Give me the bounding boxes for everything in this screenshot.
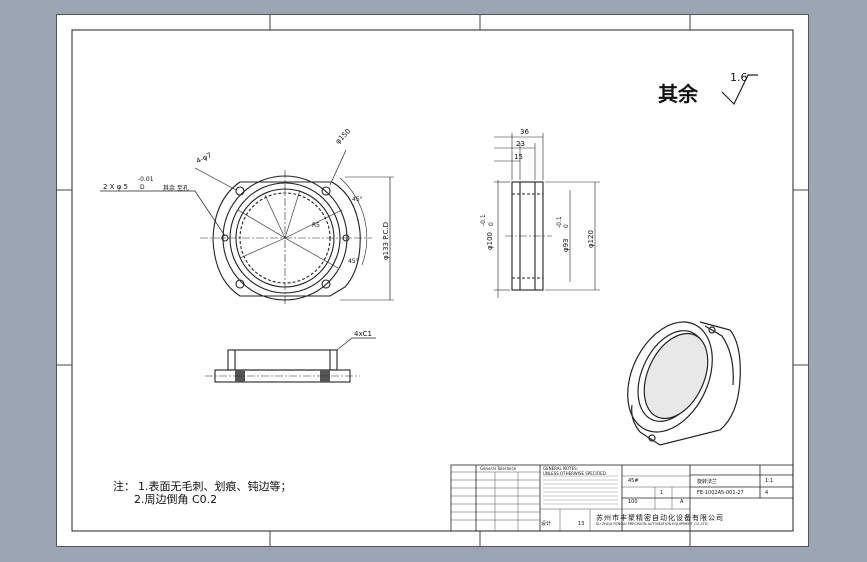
- chamfer-label: 4xC1: [354, 330, 372, 338]
- revision: A: [680, 499, 684, 505]
- quantity-value: 100: [628, 499, 638, 505]
- title-block: [450, 464, 794, 532]
- tolerance-title: General Tolerance: [480, 466, 517, 471]
- radius-label: R5: [312, 222, 320, 229]
- dia-120-label: φ120: [587, 230, 595, 248]
- company-name-en: SU ZHOU FENGJU PRECISION AUTOMATION EQUI…: [596, 522, 708, 526]
- quantity: 1: [660, 490, 664, 496]
- dia-100-label: φ100: [486, 232, 494, 250]
- notes-line2: 2.周边倒角 C0.2: [134, 493, 218, 506]
- part-name: 旋转法兰: [697, 479, 718, 485]
- pcd-label: φ133 P.C.D: [382, 221, 390, 260]
- dim-36: 36: [520, 128, 529, 136]
- dia-100-tol2: 0: [488, 222, 495, 226]
- dia-93-label: φ93: [562, 238, 570, 252]
- roughness-symbol: [721, 74, 758, 106]
- company-name: 苏州市丰聚精密自动化设备有限公司: [596, 514, 724, 522]
- angle-45-top: 45°: [352, 196, 363, 203]
- dim-23: 23: [516, 140, 525, 148]
- bottom-view: [205, 337, 376, 383]
- hole-tolerance: -0.01: [138, 176, 154, 183]
- roughness-value: 1.6: [730, 71, 748, 84]
- roughness-label: 其余: [658, 82, 698, 106]
- front-view: [100, 149, 394, 305]
- material: 45#: [628, 478, 639, 484]
- dia-100-tol: -0.1: [480, 214, 487, 226]
- designer-label: 设计: [541, 521, 552, 527]
- dia-93-tol: -0.1: [556, 216, 563, 228]
- inner-border: [71, 29, 794, 532]
- hole-callout: 2 X φ 5: [103, 183, 128, 191]
- scale: 1:1: [765, 478, 774, 484]
- isometric-view: [627, 321, 741, 446]
- notes-line1: 1.表面无毛刺、划痕、钝边等；: [138, 480, 292, 493]
- dim-15: 15: [514, 153, 523, 161]
- border-ticks: [56, 14, 809, 546]
- side-view: [494, 133, 600, 298]
- sheet-number: 4: [765, 490, 769, 496]
- general-notes-title: GENERAL NOTES:: [543, 466, 578, 471]
- hole-tolerance-d: D: [140, 184, 145, 191]
- sheet-label: 13: [578, 521, 585, 527]
- notes-heading: 注：: [113, 480, 135, 493]
- drawing-number: FE-1002A5-001-27: [697, 490, 744, 496]
- general-notes: UNLESS OTHERWISE SPECIFIED: [543, 471, 606, 476]
- hole-note: 其余 至孔: [163, 185, 189, 192]
- dia-93-tol2: 0: [563, 224, 570, 228]
- angle-45-bottom: 45°: [348, 258, 359, 265]
- drawing-sheet: [56, 14, 809, 547]
